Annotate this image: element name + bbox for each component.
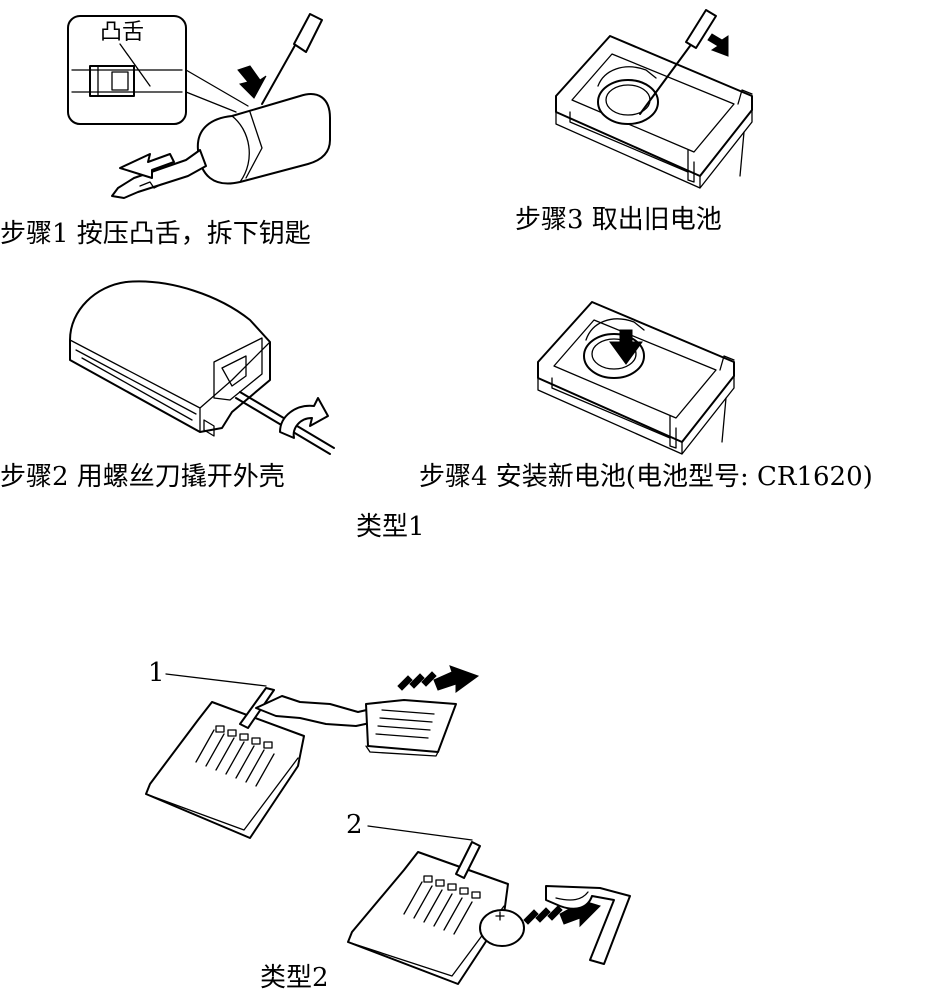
type2-key-illustration	[145, 665, 480, 839]
screwdriver-shaft	[261, 39, 299, 105]
old-battery	[597, 79, 659, 125]
lift-arrow	[707, 33, 729, 57]
step3-caption: 步骤3 取出旧电池	[515, 205, 722, 235]
case-opening	[213, 337, 263, 401]
boss-leader-line	[119, 43, 151, 87]
step1-caption: 步骤1 按压凸舌，拆下钥匙	[0, 219, 311, 249]
smart-card-body	[145, 701, 305, 839]
key-blade	[111, 149, 207, 199]
callout-1-leader	[165, 673, 267, 687]
new-battery	[583, 333, 645, 379]
step4-illustration	[537, 301, 735, 455]
inset-connector-lines	[185, 69, 249, 113]
screwdriver-handle	[293, 13, 323, 53]
type2-group-label: 类型2	[260, 963, 329, 993]
remote-fob-body	[196, 93, 331, 185]
pull-out-arrow	[119, 153, 175, 179]
step4-caption: 步骤4 安装新电池(电池型号: CR1620)	[419, 462, 873, 492]
slot	[455, 841, 481, 879]
plus-sign	[495, 911, 505, 921]
insert-arrow	[609, 329, 643, 365]
screwdriver-handle	[685, 9, 717, 49]
twist-arrow	[279, 397, 329, 439]
card-body	[347, 851, 509, 985]
type1-group-label: 类型1	[356, 512, 425, 542]
card-grip-lines	[195, 725, 275, 787]
remove-arrow	[523, 897, 601, 928]
tray-well	[571, 53, 735, 153]
boss-callout-label: 凸舌	[100, 20, 145, 45]
step1-illustration	[67, 13, 331, 199]
callout-2-number: 2	[346, 810, 363, 840]
inset-tab-detail	[89, 65, 135, 97]
step2-illustration	[69, 280, 335, 455]
mechanical-key-head	[365, 699, 457, 753]
callout-1-number: 1	[148, 658, 165, 688]
screwdriver-shaft	[639, 45, 691, 115]
case-shell	[69, 280, 271, 433]
step3-illustration	[555, 9, 753, 189]
step2-caption: 步骤2 用螺丝刀撬开外壳	[0, 462, 285, 492]
coin-battery	[479, 909, 525, 947]
press-down-arrow	[237, 65, 267, 99]
battery-cover	[545, 885, 631, 965]
tray-well	[553, 319, 717, 419]
pull-out-arrow	[397, 665, 480, 693]
inset-groove-lines	[71, 69, 183, 93]
card-grip-lines	[403, 875, 481, 935]
callout-2-leader	[367, 825, 473, 841]
type2-battery-illustration	[347, 825, 631, 985]
mechanical-key-blade	[255, 695, 385, 727]
